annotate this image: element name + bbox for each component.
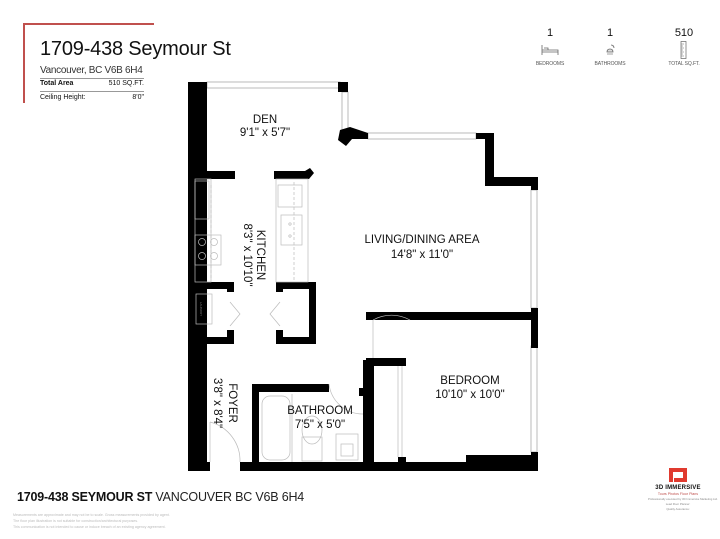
- room-foyer-size: 3'8" x 8'4": [211, 378, 223, 428]
- footer-address-city: VANCOUVER BC V6B 6H4: [152, 490, 305, 504]
- bathrooms-caption: BATHROOMS: [594, 61, 626, 67]
- logo-quality: Quality Assurance:: [666, 507, 690, 511]
- footer-address-street: 1709-438 SEYMOUR ST: [17, 490, 153, 504]
- room-bedroom-size: 10'10" x 10'0": [435, 389, 504, 401]
- page-title: 1709-438 Seymour St: [40, 38, 231, 60]
- laundry-label: LAUNDRY: [199, 302, 203, 316]
- stat-total-sqft: 510 TOTAL SQ.FT.: [664, 27, 704, 67]
- ruler-icon: [664, 41, 704, 59]
- laundry-closet-doors: [195, 293, 281, 327]
- ceiling-height-row: Ceiling Height: 8'0": [40, 94, 144, 101]
- logo-credit: Professionally executed by 3D Immersive …: [648, 497, 718, 501]
- ceiling-height-label: Ceiling Height:: [40, 94, 86, 101]
- divider: [40, 91, 144, 92]
- total-sqft-caption: TOTAL SQ.FT.: [668, 61, 700, 67]
- total-sqft-count: 510: [674, 27, 694, 39]
- walls: [188, 82, 538, 471]
- address-subtitle: Vancouver, BC V6B 6H4: [40, 65, 143, 76]
- footer-address: 1709-438 SEYMOUR ST VANCOUVER BC V6B 6H4: [17, 490, 304, 504]
- bathrooms-count: 1: [606, 27, 614, 39]
- disclaimer-line: The floor plan illustration is not suita…: [13, 518, 139, 523]
- ceiling-height-value: 8'0": [132, 94, 144, 101]
- logo-mark-icon: [669, 468, 687, 482]
- bed-icon: [530, 41, 570, 59]
- kitchen-counters: [194, 178, 309, 283]
- room-living-size: 14'8" x 11'0": [391, 249, 453, 261]
- room-bathroom-name: BATHROOM: [287, 405, 353, 417]
- stat-bedrooms: 1 BEDROOMS: [530, 27, 570, 67]
- door-swings: [209, 314, 411, 463]
- room-den-name: DEN: [253, 114, 277, 126]
- company-logo: 3D IMMERSIVE Tours Photos Floor Plans Pr…: [648, 468, 718, 511]
- header-accent-line-horizontal: [23, 23, 154, 25]
- stat-bathrooms: 1 BATHROOMS: [590, 27, 630, 67]
- total-area-label: Total Area: [40, 80, 74, 87]
- room-kitchen-name: KITCHEN: [254, 230, 266, 280]
- room-foyer-name: FOYER: [226, 383, 238, 423]
- shower-icon: [590, 41, 630, 59]
- room-kitchen-size: 8'3" x 10'10": [241, 223, 253, 286]
- logo-brand: 3D IMMERSIVE: [655, 485, 701, 491]
- bathroom-fixtures: [261, 394, 359, 462]
- total-area-row: Total Area 510 SQ.FT.: [40, 80, 144, 87]
- bedrooms-count: 1: [546, 27, 554, 39]
- room-living-name: LIVING/DINING AREA: [364, 234, 479, 246]
- room-bathroom-size: 7'5" x 5'0": [295, 419, 345, 431]
- room-labels: DEN 9'1" x 5'7" KITCHEN 8'3" x 10'10" LI…: [211, 114, 505, 431]
- total-area-value: 510 SQ.FT.: [108, 80, 144, 87]
- header-accent-line-vertical: [23, 23, 25, 103]
- disclaimer-line: Measurements are approximate and may not…: [13, 513, 170, 517]
- disclaimer-line: This communication is not intended to ca…: [13, 524, 166, 529]
- logo-floor-planner: Lead Floor Planner:: [665, 502, 691, 506]
- logo-tagline: Tours Photos Floor Plans: [657, 492, 699, 496]
- divider: [40, 78, 144, 79]
- room-den-size: 9'1" x 5'7": [240, 127, 290, 139]
- disclaimer: Measurements are approximate and may not…: [13, 513, 170, 530]
- bedrooms-caption: BEDROOMS: [535, 61, 565, 67]
- room-bedroom-name: BEDROOM: [440, 375, 499, 387]
